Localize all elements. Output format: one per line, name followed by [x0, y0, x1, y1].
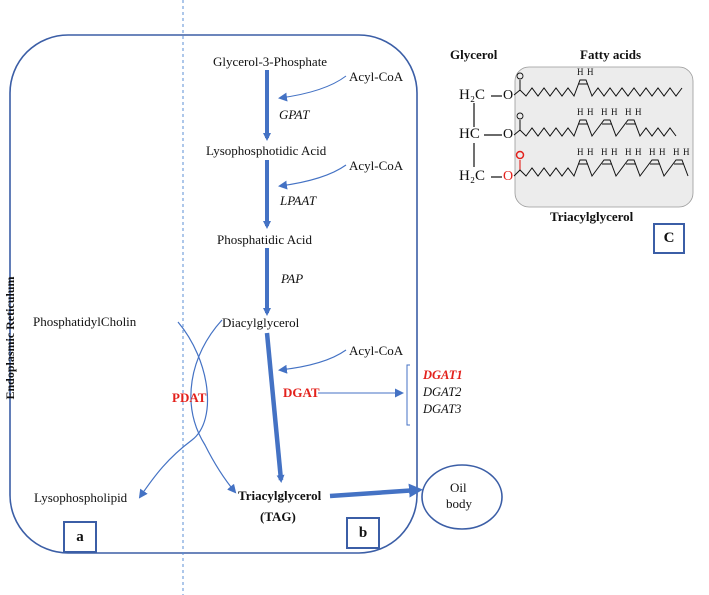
- dgat-isoform-bracket: [406, 364, 410, 426]
- panel-label-c: C: [653, 223, 685, 254]
- er-compartment: [9, 34, 418, 554]
- h-atom: H: [601, 147, 608, 157]
- glycerol-carbon-3: H₂C: [459, 168, 486, 184]
- fatty-acid-region: [514, 66, 694, 208]
- h-atom: H: [577, 107, 584, 117]
- glycerol-carbon-2: HC: [459, 126, 480, 142]
- metabolite-diacylglycerol: Diacylglycerol: [222, 315, 300, 330]
- carbonyl-o-2: [516, 112, 524, 120]
- carbonyl-o-3: [515, 150, 525, 160]
- enzyme-dgat: DGAT: [283, 385, 320, 400]
- structure-glycerol-label: Glycerol: [450, 47, 498, 62]
- enzyme-gpat: GPAT: [279, 107, 310, 122]
- fatty-acid-chain-1: [513, 79, 683, 98]
- oil-body: [421, 464, 503, 530]
- dgat-isoform-2: DGAT2: [423, 385, 462, 399]
- h-atom: H: [587, 147, 594, 157]
- h-atom: H: [673, 147, 680, 157]
- substrate-acyl-coa-2: Acyl-CoA: [349, 158, 404, 173]
- metabolite-triacylglycerol: Triacylglycerol: [238, 488, 322, 503]
- acyl-coa-input-2: [278, 164, 347, 190]
- enzyme-pdat: PDAT: [172, 390, 207, 405]
- ester-oxygen-3: O: [503, 169, 514, 184]
- h-atom: H: [635, 107, 642, 117]
- fatty-acid-chain-2: [513, 119, 677, 138]
- phospholipid-phosphatidylcholin: PhosphatidylCholin: [33, 314, 137, 329]
- oil-body-label-line1: Oil: [450, 480, 467, 495]
- dgat-isoform-1: DGAT1: [423, 368, 463, 382]
- arrow-dag-to-tag: [264, 332, 285, 483]
- ester-oxygen-2: O: [503, 127, 514, 142]
- glycerol-carbon-1: H₂C: [459, 87, 486, 103]
- er-label: Endoplasmic Reticulum: [3, 276, 17, 399]
- h-atom: H: [635, 147, 642, 157]
- acyl-coa-input-3: [278, 349, 347, 374]
- panel-label-a: a: [63, 521, 97, 553]
- h-atom: H: [577, 67, 584, 77]
- structure-triacylglycerol-label: Triacylglycerol: [550, 209, 634, 224]
- panel-label-b: b: [346, 517, 380, 549]
- pdat-arc-pc: [138, 321, 209, 499]
- oil-body-label-line2: body: [446, 496, 472, 511]
- metabolite-lysophosphotidic-acid: Lysophosphotidic Acid: [206, 143, 327, 158]
- h-atom: H: [577, 147, 584, 157]
- substrate-acyl-coa-1: Acyl-CoA: [349, 69, 404, 84]
- ester-oxygen-1: O: [503, 88, 514, 103]
- substrate-acyl-coa-3: Acyl-CoA: [349, 343, 404, 358]
- h-atom: H: [611, 107, 618, 117]
- arrow-tag-to-oilbody: [329, 483, 423, 499]
- h-atom: H: [601, 107, 608, 117]
- dgat-isoform-3: DGAT3: [423, 402, 462, 416]
- enzyme-pap: PAP: [281, 271, 304, 286]
- structure-fatty-acids-label: Fatty acids: [580, 47, 642, 62]
- pdat-arc-dag: [190, 319, 237, 494]
- h-atom: H: [625, 107, 632, 117]
- carbonyl-o-1: [516, 72, 524, 80]
- metabolite-tag-abbrev: (TAG): [260, 509, 296, 524]
- metabolite-phosphatidic-acid: Phosphatidic Acid: [217, 232, 312, 247]
- h-atom: H: [587, 107, 594, 117]
- h-atom: H: [611, 147, 618, 157]
- h-atom: H: [649, 147, 656, 157]
- h-atom: H: [659, 147, 666, 157]
- enzyme-lpaat: LPAAT: [280, 193, 317, 208]
- metabolite-glycerol-3-phosphate: Glycerol-3-Phosphate: [213, 54, 328, 69]
- fatty-acid-chain-3: [513, 159, 689, 178]
- acyl-coa-input-1: [278, 75, 347, 102]
- h-atom: H: [683, 147, 690, 157]
- h-atom: H: [625, 147, 632, 157]
- phospholipid-lysophospholipid: Lysophospholipid: [34, 490, 128, 505]
- h-atom: H: [587, 67, 594, 77]
